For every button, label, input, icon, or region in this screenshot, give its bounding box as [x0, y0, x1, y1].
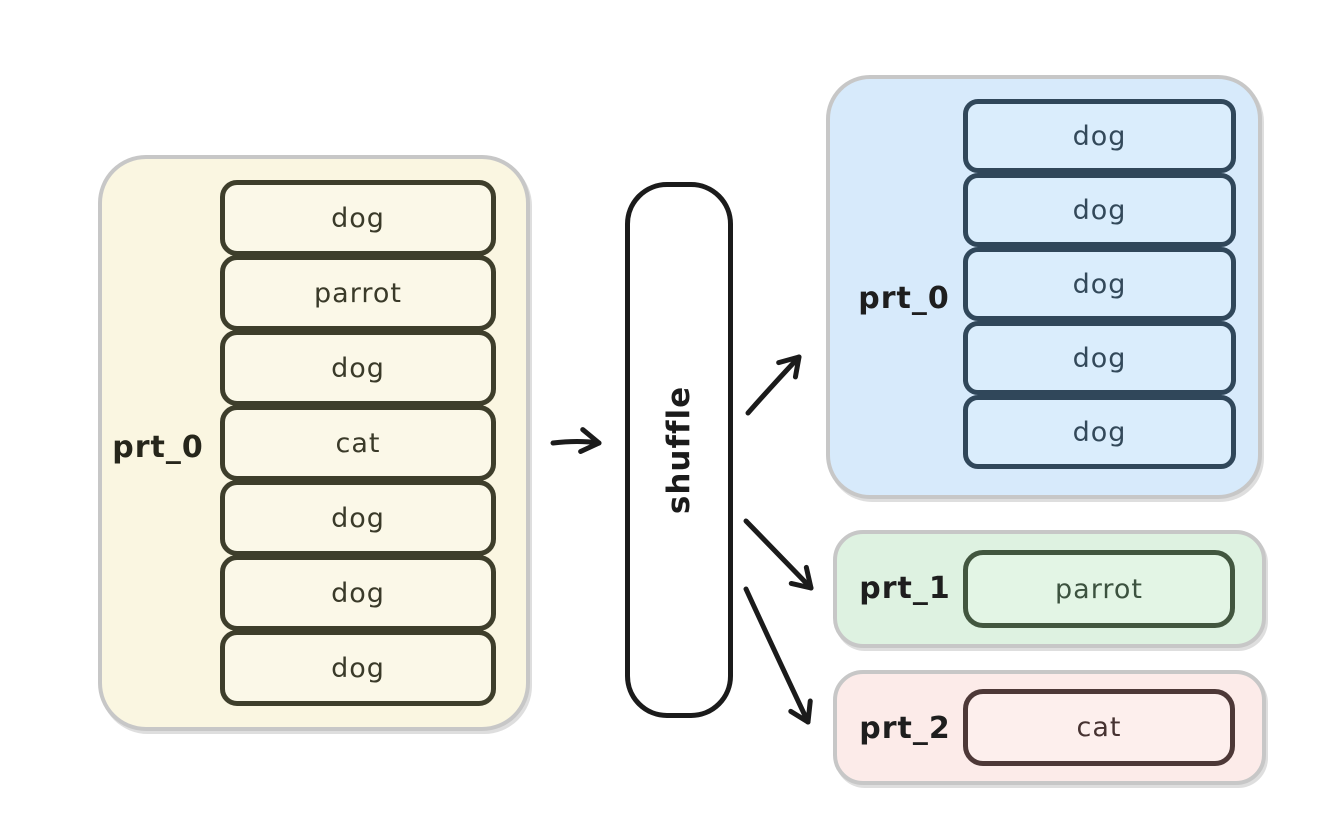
arrow-source-to-shuffle [550, 427, 602, 454]
source-item: dog [220, 180, 496, 256]
source-item: dog [220, 330, 496, 406]
output-prt2-items-column: cat [963, 689, 1235, 766]
output-item: dog [963, 247, 1236, 321]
output-item: dog [963, 173, 1236, 247]
output-item: dog [963, 99, 1236, 173]
output-prt2-label: prt_2 [859, 711, 951, 746]
output-prt1-items-column: parrot [963, 550, 1235, 628]
output-partition-prt1: prt_1 parrot [833, 530, 1266, 648]
output-item: dog [963, 395, 1236, 469]
shuffle-label: shuffle [661, 385, 697, 515]
output-prt0-items-column: dog dog dog dog dog [963, 99, 1236, 469]
output-partition-prt0: prt_0 dog dog dog dog dog [826, 75, 1262, 499]
arrow-shuffle-to-prt2 [743, 586, 813, 725]
source-items-column: dog parrot dog cat dog dog dog [220, 180, 496, 706]
output-partition-prt2: prt_2 cat [833, 670, 1266, 785]
source-item: dog [220, 630, 496, 706]
source-item: cat [220, 405, 496, 481]
output-item: dog [963, 321, 1236, 395]
output-item: parrot [963, 550, 1235, 628]
output-item: cat [963, 689, 1235, 766]
source-partition: prt_0 dog parrot dog cat dog dog dog [98, 155, 530, 731]
source-item: dog [220, 480, 496, 556]
shuffle-operation-box: shuffle [625, 182, 733, 718]
source-item: dog [220, 555, 496, 631]
arrow-shuffle-to-prt0 [745, 354, 802, 416]
output-prt0-label: prt_0 [858, 281, 950, 316]
source-item: parrot [220, 255, 496, 331]
arrow-shuffle-to-prt1 [743, 518, 814, 591]
output-prt1-label: prt_1 [859, 571, 951, 606]
source-partition-label: prt_0 [112, 430, 204, 465]
